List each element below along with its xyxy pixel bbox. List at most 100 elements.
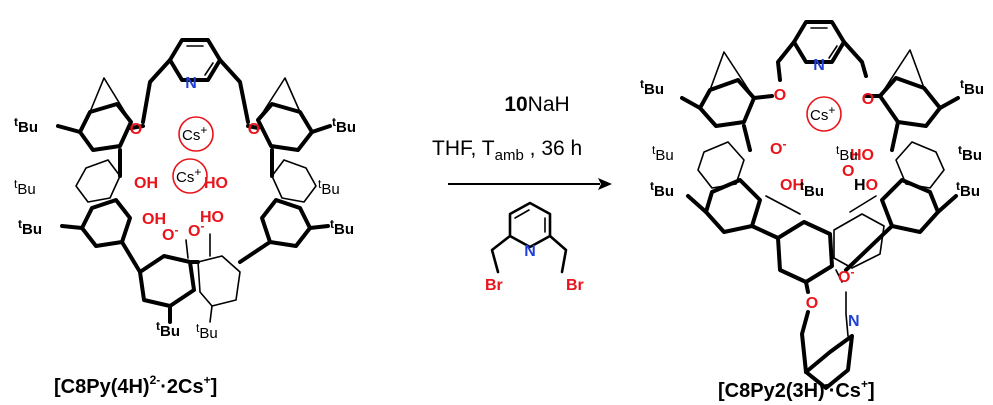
reagent-solvent: THF, T [432, 137, 495, 160]
product-tbu-6: Bu [654, 183, 674, 200]
product-h-oh: O [842, 163, 854, 180]
product-cs-text: Cs [810, 107, 828, 124]
reactant-left-arm [141, 58, 172, 124]
svg-text:tBu: tBu [14, 177, 36, 198]
product-h-atom: H [854, 177, 866, 194]
reagent-br-right: Br [566, 277, 584, 294]
reactant-bottom-right-ring [197, 255, 241, 307]
reagent-br-left: Br [485, 277, 503, 294]
reactant-o-left: O [130, 121, 142, 138]
reactant-tbu-8: Bu [199, 325, 217, 342]
reactant-tbu-4: Bu [321, 181, 339, 198]
reactant-cs-text-2: Cs [176, 169, 194, 186]
reactant-bottom-ring [138, 254, 196, 308]
product-o-right: O [862, 91, 874, 108]
reactant-middle-left-ring [75, 159, 121, 203]
product-oh-left: OH [780, 177, 804, 194]
reactant-o-right: O [248, 121, 260, 138]
product-central-ring [776, 220, 834, 284]
reactant-cs-text-1: Cs [182, 127, 200, 144]
svg-text:10NaH: 10NaH [504, 93, 569, 116]
reactant-ominus-2: O [188, 223, 200, 240]
svg-text:O-: O- [770, 137, 786, 158]
svg-text:tBu: tBu [14, 115, 38, 136]
svg-text:O-: O- [188, 219, 204, 240]
svg-text:O-: O- [838, 265, 854, 286]
reactant-lower-left-ring [80, 198, 132, 248]
reactant-oh-left: OH [134, 175, 158, 192]
svg-text:tBu: tBu [640, 77, 664, 98]
reactant-right-arm [218, 58, 250, 124]
svg-text:tBu: tBu [958, 143, 982, 164]
product-ominus-top: O [770, 141, 782, 158]
product-back-ring [833, 213, 885, 269]
product-tbu-5: Bu [839, 147, 857, 164]
reagent-equiv: 10 [504, 93, 527, 116]
reactant-tbu-2: Bu [336, 119, 356, 136]
reagent-temp-sub: amb [495, 147, 524, 164]
reactant-tbu-1: Bu [18, 119, 38, 136]
reactant-lower-right-ring [260, 198, 312, 248]
svg-text:THF, Tamb , 36 h: THF, Tamb , 36 h [432, 137, 582, 164]
svg-text:Cs+: Cs+ [810, 103, 835, 124]
product-middle-right-ring [895, 141, 945, 189]
svg-text:tBu: tBu [18, 217, 42, 238]
reactant-n-atom: N [185, 75, 197, 92]
reagent-n-atom: N [524, 243, 536, 260]
product-tbu-8: Bu [804, 183, 824, 200]
reagent-base: NaH [528, 93, 570, 116]
product-bottom-pyridine [804, 334, 854, 390]
reactant-tbu-7: Bu [160, 323, 180, 340]
svg-text:HO: HO [854, 177, 878, 194]
product-tbu-1: Bu [644, 81, 664, 98]
svg-text:tBu: tBu [332, 115, 356, 136]
reactant-tbu-3: Bu [17, 181, 35, 198]
reactant-upper-right-ring [256, 102, 314, 152]
svg-text:tBu: tBu [156, 319, 180, 340]
reactant-ho-right: HO [204, 175, 228, 192]
product-tbu-2: Bu [964, 81, 984, 98]
product-n-bottom: N [848, 313, 860, 330]
product-tbu-3: Bu [655, 147, 673, 164]
product-tbu-4: Bu [962, 147, 982, 164]
product-label: [C8Py2(3H)-·Cs+] [718, 377, 875, 402]
svg-text:tBu: tBu [318, 177, 340, 198]
svg-text:Cs+: Cs+ [182, 123, 207, 144]
reactant-cs-ion-1 [178, 116, 214, 152]
svg-text:tBu: tBu [650, 179, 674, 200]
reactant-tbu-5: Bu [22, 221, 42, 238]
product-middle-left-ring [697, 141, 745, 189]
reactant-structure [56, 38, 332, 324]
svg-text:tBu: tBu [800, 179, 824, 200]
reactant-ominus-1: O [162, 227, 174, 244]
svg-text:O-: O- [162, 223, 178, 244]
product-structure [680, 20, 960, 390]
product-cs-ion [806, 96, 842, 132]
reagent-pyridine-ring [508, 201, 552, 249]
reactant-labels: N O O Cs+ Cs+ OH HO OH HO O- O- tBu tBu … [14, 75, 356, 342]
reagent-structure: N Br Br [485, 201, 584, 294]
reactant-ho-lower-right: HO [200, 209, 224, 226]
product-ho-right: HO [850, 147, 874, 164]
product-upper-right-ring [878, 76, 942, 128]
product-o-bottom: O [806, 295, 818, 312]
product-o-hb: O [866, 177, 878, 194]
svg-text:tBu: tBu [330, 217, 354, 238]
reactant-oh-lower-left: OH [142, 211, 166, 228]
reaction-arrow-head [598, 178, 612, 190]
reaction-conditions: 10NaH THF, Tamb , 36 h [432, 93, 612, 190]
svg-text:tBu: tBu [196, 321, 218, 342]
reactant-middle-right-ring [271, 159, 317, 203]
product-o-left: O [774, 87, 786, 104]
svg-text:tBu: tBu [956, 179, 980, 200]
svg-text:Cs+: Cs+ [176, 165, 201, 186]
reagent-time: , 36 h [524, 137, 582, 160]
svg-text:tBu: tBu [836, 143, 858, 164]
reactant-cs-ion-2 [172, 158, 208, 194]
product-ominus-bottom: O [838, 269, 850, 286]
svg-text:tBu: tBu [960, 77, 984, 98]
reactant-tbu-6: Bu [334, 221, 354, 238]
reactant-label: [C8Py(4H)2-·2Cs+] [54, 373, 217, 398]
product-tbu-7: Bu [960, 183, 980, 200]
